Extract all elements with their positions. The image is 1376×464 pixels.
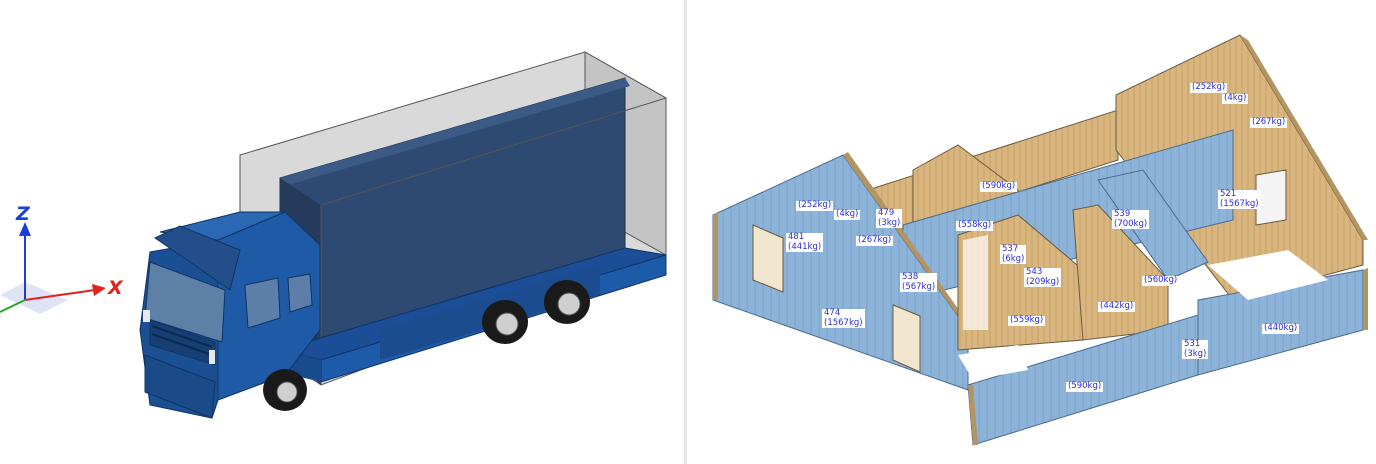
panel-label: (590kg) (980, 181, 1018, 192)
panel-label: 539 (700kg) (1112, 209, 1150, 229)
panel-label: (267kg) (1250, 117, 1288, 128)
panel-label: 521 (1567kg) (1218, 189, 1261, 209)
panel-label: (558kg) (956, 220, 994, 231)
panel-label: (560kg) (1142, 275, 1180, 286)
viewport-divider[interactable] (684, 0, 687, 464)
panel-label: (252kg) (796, 200, 834, 211)
panel-label: (4kg) (1222, 93, 1249, 104)
panel-label: (267kg) (856, 235, 894, 246)
truck-model[interactable] (0, 0, 684, 464)
panel-label: 481 (441kg) (786, 232, 824, 252)
panel-label: (590kg) (1066, 381, 1104, 392)
x-axis-label: X (107, 277, 124, 299)
panel-label: 538 (567kg) (900, 272, 938, 292)
axis-triad: Z X (0, 203, 124, 314)
panel-label: (440kg) (1262, 323, 1300, 334)
panel-label: 537 (6kg) (1000, 244, 1027, 264)
left-viewport[interactable]: Z X (0, 0, 684, 464)
panel-label: 543 (209kg) (1024, 267, 1062, 287)
panel-label: (559kg) (1008, 315, 1046, 326)
panel-label: 531 (3kg) (1182, 339, 1209, 359)
panel-label: 474 (1567kg) (822, 308, 865, 328)
panel-label: (252kg) (1190, 82, 1228, 93)
panel-label: (4kg) (834, 209, 861, 220)
panel-label: 479 (3kg) (876, 208, 903, 228)
house-model[interactable] (688, 0, 1376, 464)
z-axis-label: Z (15, 203, 31, 225)
right-viewport[interactable]: (252kg) (4kg) 479 (3kg) 481 (441kg) (267… (688, 0, 1376, 464)
panel-label: (442kg) (1098, 301, 1136, 312)
